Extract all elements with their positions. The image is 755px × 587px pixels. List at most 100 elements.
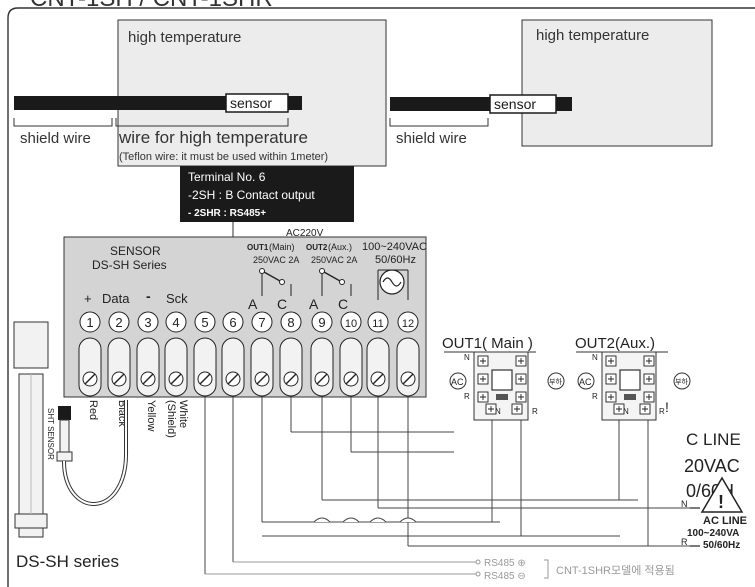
terminal-number-circle	[251, 311, 273, 333]
wire-label-yellow: Yellow	[145, 400, 157, 431]
warning-exclaim: !	[718, 492, 724, 512]
out1-load-label: 부하	[549, 377, 562, 386]
plus-icon	[646, 358, 652, 364]
terminal-screw-slot	[366, 337, 390, 397]
out2-warning-mark: !	[665, 399, 669, 415]
contact-c1: C	[277, 296, 287, 312]
sht-sensor-neck	[59, 419, 70, 453]
out1-module-label: OUT1( Main )	[442, 335, 533, 352]
terminal-number-circle	[311, 311, 333, 333]
terminal-number-circle	[194, 311, 216, 333]
terminal-number: 12	[402, 318, 414, 330]
terminal-number: 8	[287, 315, 294, 330]
plus-icon	[608, 358, 614, 364]
ac-n-label: N	[681, 499, 688, 509]
high-temp-label-left: high temperature	[128, 29, 241, 46]
probe-base	[14, 513, 48, 529]
relay-terminals	[477, 355, 655, 415]
terminal-number-circle	[397, 311, 419, 333]
out1-sub: (Main)	[269, 242, 295, 252]
controller-series-title: DS-SH Series	[92, 258, 167, 272]
crossover-hop-1	[313, 517, 331, 523]
plus-icon	[480, 358, 486, 364]
shield-wire-label-left: shield wire	[20, 130, 91, 147]
wire-label-white: White	[177, 400, 189, 428]
rs485-note: CNT-1SHR모델에 적용됨	[556, 564, 675, 577]
terminal-number: 9	[318, 315, 325, 330]
out1-ac-label: AC	[451, 377, 464, 387]
rating-out2: 250VAC 2A	[311, 255, 357, 265]
terminal-screw-slot	[164, 337, 188, 397]
contact-a2: A	[309, 296, 319, 312]
pin-data-label: Data	[102, 291, 130, 306]
terminal-number: 4	[172, 315, 179, 330]
screw-slot-mark	[199, 373, 211, 385]
terminal-note-line2: -2SH : B Contact output	[188, 188, 315, 202]
terminal-number: 6	[229, 315, 236, 330]
wire-high-temp-label: wire for high temperature	[118, 128, 308, 147]
out2-load-icon	[673, 372, 691, 390]
terminal-number: 3	[144, 315, 151, 330]
sensor-cable-loop-inner	[63, 400, 128, 505]
plus-icon	[488, 406, 494, 412]
plus-icon	[616, 406, 622, 412]
terminal-number: 11	[372, 318, 383, 330]
plus-icon	[518, 358, 524, 364]
bracket-shield-right	[389, 118, 489, 127]
plus-icon	[480, 394, 486, 400]
terminal-number: 10	[345, 318, 357, 330]
teflon-note: (Teflon wire: it must be used within 1me…	[119, 151, 328, 163]
terminal-screw-slot	[310, 337, 334, 397]
power-label: 100~240VAC	[362, 241, 427, 253]
out2-ac-icon	[577, 372, 595, 390]
terminal-number-circle	[108, 311, 130, 333]
screw-slot-mark	[285, 373, 297, 385]
probe-foot	[18, 527, 44, 538]
freq-label: 50/60Hz	[375, 254, 416, 266]
terminal-note-line3: - 2SHR : RS485+	[188, 208, 266, 219]
plus-icon	[518, 394, 524, 400]
sht-sensor-label: SHT SENSOR	[46, 408, 55, 460]
out1-load-icon	[547, 372, 565, 390]
plus-icon	[646, 376, 652, 382]
ac-line-voltage: 100~240VA	[687, 528, 739, 539]
terminal-screw-slot	[193, 337, 217, 397]
out1-head: OUT1	[247, 243, 269, 252]
terminal-number-circle	[280, 311, 302, 333]
sensor-tip-left	[288, 96, 302, 110]
probe-cap	[13, 321, 49, 369]
rs485-brace	[544, 559, 549, 579]
high-temp-label-right: high temperature	[536, 27, 649, 44]
ac-line-title: AC LINE	[703, 515, 747, 527]
terminal-note-box	[180, 166, 354, 222]
rating-out1: 250VAC 2A	[253, 255, 299, 265]
rs485-minus-label: RS485 ⊖	[484, 571, 526, 582]
out2-r-label: R	[592, 392, 598, 401]
crossover-hop-4	[399, 517, 417, 523]
plus-icon	[480, 376, 486, 382]
out1-n-label: N	[464, 353, 470, 362]
plus-icon	[646, 394, 652, 400]
terminal-screw-slot	[279, 337, 303, 397]
relay1-pivot	[259, 268, 265, 274]
out2-bottom-r: R	[659, 407, 665, 416]
crossover-hop-2	[342, 517, 360, 523]
plus-icon	[608, 394, 614, 400]
crossover-hop-3	[369, 517, 387, 523]
out1-bottom-r: R	[532, 407, 538, 416]
terminal-screw-slot	[136, 337, 160, 397]
screw-slot-mark	[316, 373, 328, 385]
screw-slot-mark	[84, 373, 96, 385]
ac-voltage-big: 20VAC	[684, 456, 740, 476]
screw-slot-mark	[372, 373, 384, 385]
rs485-minus-dot	[475, 571, 481, 577]
screw-slot-mark	[402, 373, 414, 385]
plus-icon	[608, 376, 614, 382]
screw-slot-mark	[227, 373, 239, 385]
terminal-number-circle	[137, 311, 159, 333]
terminal-number: 2	[115, 315, 122, 330]
out2-module-label: OUT2(Aux.)	[575, 335, 655, 352]
sensor-label-left: sensor	[230, 95, 272, 111]
terminal-number: 1	[86, 315, 93, 330]
relay1-arm	[263, 271, 281, 282]
